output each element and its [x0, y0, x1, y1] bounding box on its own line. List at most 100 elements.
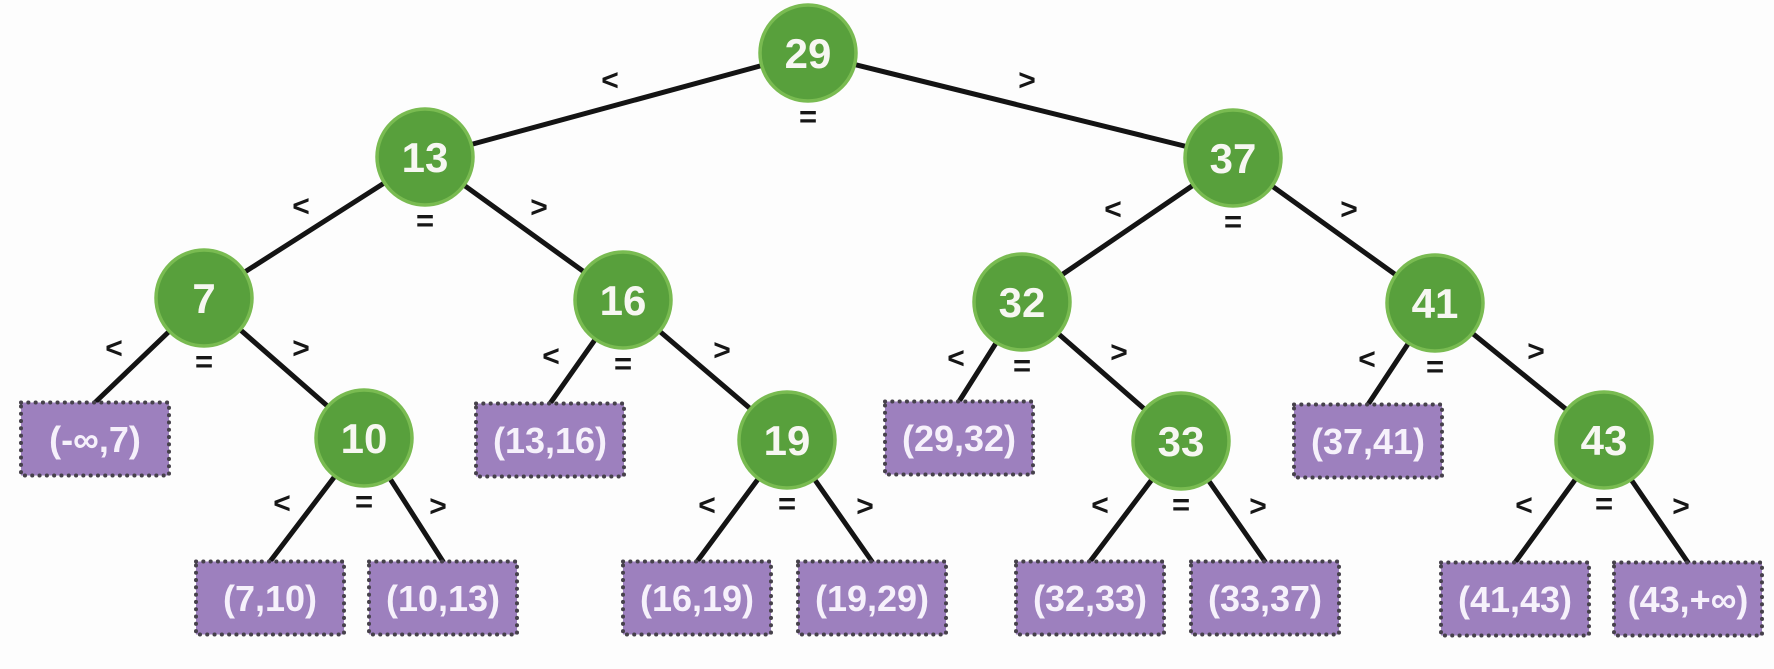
edge-label-less: < — [273, 487, 291, 520]
leaf-interval: (19,29) — [815, 578, 929, 619]
edge-label-less: < — [947, 342, 965, 375]
node-value: 10 — [341, 415, 388, 462]
node-circle-shape — [375, 107, 475, 207]
edge-label-less: < — [698, 489, 716, 522]
edge-label-greater: > — [1249, 490, 1267, 523]
interval-leaf-37-41: (37,41) — [1292, 402, 1444, 480]
leaf-interval: (10,13) — [386, 578, 500, 619]
leaf-interval: (7,10) — [223, 578, 317, 619]
node-value: 37 — [1210, 135, 1257, 182]
leaf-interval: (29,32) — [902, 418, 1016, 459]
leaf-interval: (16,19) — [640, 578, 754, 619]
leaf-box-shape — [1612, 560, 1764, 638]
interval-leaf-7-10: (7,10) — [194, 559, 346, 637]
edge-label-greater: > — [292, 332, 310, 365]
edge-label-equal: = — [614, 346, 632, 381]
leaf-box-shape — [1189, 559, 1341, 637]
tree-node-13: 13 = — [375, 107, 475, 238]
interval-leaf-32-33: (32,33) — [1014, 559, 1166, 637]
edge-label-less: < — [292, 190, 310, 223]
node-circle-shape — [1385, 253, 1485, 353]
leaf-box-shape — [621, 559, 773, 637]
node-circle-shape — [972, 252, 1072, 352]
edge-labels-layer: < > < > < > < > < > < > < > < > < > < > < > — [105, 64, 1690, 523]
interval-leaf-19-29: (19,29) — [796, 559, 948, 637]
node-value: 41 — [1412, 280, 1459, 327]
leaf-interval: (41,43) — [1458, 579, 1572, 620]
node-value: 32 — [999, 279, 1046, 326]
leaf-box-shape — [367, 559, 519, 637]
edge-label-less: < — [601, 64, 619, 97]
leaf-interval: (43,+∞) — [1628, 579, 1749, 620]
interval-leaf-43-pos-inf: (43,+∞) — [1612, 560, 1764, 638]
node-circle-shape — [154, 248, 254, 348]
node-circle-shape — [737, 390, 837, 490]
interval-leaf-29-32: (29,32) — [883, 399, 1035, 477]
node-circle-shape — [573, 250, 673, 350]
leaf-box-shape — [19, 400, 171, 478]
tree-node-16: 16 = — [573, 250, 673, 381]
node-value: 16 — [600, 277, 647, 324]
leaf-interval: (32,33) — [1033, 578, 1147, 619]
node-circle-shape — [1131, 391, 1231, 491]
interval-leaf-neg-inf-7: (-∞,7) — [19, 400, 171, 478]
edge-label-greater: > — [1018, 64, 1036, 97]
tree-node-10: 10 = — [314, 388, 414, 519]
edge-label-greater: > — [1340, 193, 1358, 226]
node-value: 19 — [764, 417, 811, 464]
tree-node-19: 19 = — [737, 390, 837, 521]
edge-node-29-node-37 — [805, 50, 1236, 161]
edge-label-greater: > — [1672, 490, 1690, 523]
tree-node-7: 7= — [154, 248, 254, 379]
leaf-interval: (37,41) — [1311, 421, 1425, 462]
edge-label-less: < — [1104, 193, 1122, 226]
node-circle-shape — [1554, 390, 1654, 490]
node-value: 29 — [785, 30, 832, 77]
node-circle-shape — [1183, 108, 1283, 208]
leaf-box-shape — [883, 399, 1035, 477]
edge-label-equal: = — [355, 484, 373, 519]
edge-label-greater: > — [429, 490, 447, 523]
interval-leaf-16-19: (16,19) — [621, 559, 773, 637]
tree-node-37: 37 = — [1183, 108, 1283, 239]
tree-node-32: 32 = — [972, 252, 1072, 383]
leaf-box-shape — [1014, 559, 1166, 637]
leaf-box-shape — [1292, 402, 1444, 480]
node-value: 33 — [1158, 418, 1205, 465]
interval-leaf-13-16: (13,16) — [474, 401, 626, 479]
edge-label-greater: > — [856, 490, 874, 523]
interval-leaf-33-37: (33,37) — [1189, 559, 1341, 637]
node-circle-shape — [314, 388, 414, 488]
edge-node-29-node-13 — [422, 50, 811, 160]
node-value: 43 — [1581, 417, 1628, 464]
tree-node-29: 29= — [758, 3, 858, 134]
edge-label-greater: > — [1527, 335, 1545, 368]
edge-label-equal: = — [1595, 486, 1613, 521]
leaf-interval: (13,16) — [493, 420, 607, 461]
edge-label-equal: = — [1013, 348, 1031, 383]
nodes-layer: 29=13=37=7=16=32=41=10=19=33=43=(-∞,7)(1… — [19, 3, 1764, 638]
edge-label-less: < — [542, 340, 560, 373]
edge-label-equal: = — [778, 486, 796, 521]
edge-label-equal: = — [416, 203, 434, 238]
leaf-box-shape — [474, 401, 626, 479]
leaf-interval: (-∞,7) — [49, 419, 141, 460]
edge-label-greater: > — [530, 191, 548, 224]
edge-label-less: < — [1515, 489, 1533, 522]
edge-label-equal: = — [1426, 349, 1444, 384]
edge-label-equal: = — [195, 344, 213, 379]
edge-label-equal: = — [1224, 204, 1242, 239]
node-value: 13 — [402, 134, 449, 181]
node-value: 7 — [192, 275, 215, 322]
tree-node-43: 43 = — [1554, 390, 1654, 521]
interval-leaf-41-43: (41,43) — [1439, 560, 1591, 638]
edge-label-less: < — [1091, 489, 1109, 522]
leaf-interval: (33,37) — [1208, 578, 1322, 619]
edge-label-less: < — [1358, 343, 1376, 376]
interval-leaf-10-13: (10,13) — [367, 559, 519, 637]
edge-label-greater: > — [713, 334, 731, 367]
edge-label-greater: > — [1110, 336, 1128, 369]
edge-label-less: < — [105, 332, 123, 365]
